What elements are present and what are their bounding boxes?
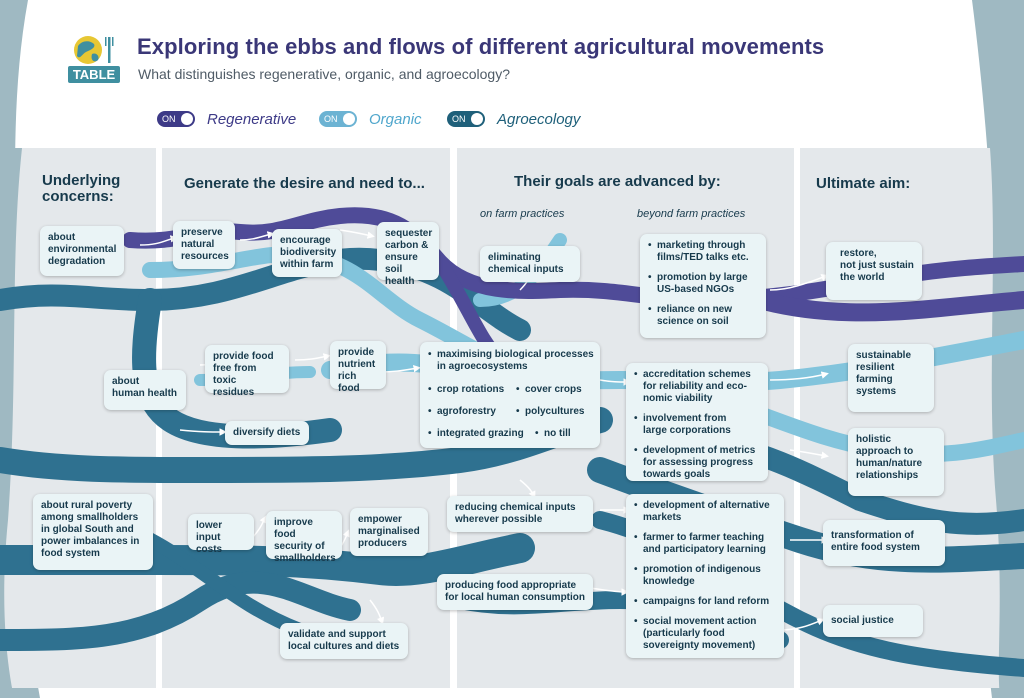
toggle-state: ON	[452, 114, 466, 124]
left-edge-band	[0, 148, 22, 698]
box-text: validate and support local cultures and …	[288, 629, 400, 652]
box-text: producing food appropriate for local hum…	[445, 580, 586, 603]
list-item: promotion by large US-based NGOs	[648, 272, 758, 296]
list-item: maximising biological processes in agroe…	[428, 349, 594, 373]
list-item: polycultures	[516, 406, 584, 418]
list-item: involvement from large corporations	[634, 413, 760, 437]
desire-food-free: provide food free from toxic residues	[205, 345, 289, 398]
list-item: social movement action (particularly foo…	[634, 616, 776, 652]
toggle-switch[interactable]: ON	[447, 111, 485, 127]
page-title: Exploring the ebbs and flows of differen…	[137, 34, 825, 59]
toggle-state: ON	[162, 114, 176, 124]
list-item: development of metrics for assessing pro…	[634, 445, 760, 481]
practice-eliminating: eliminating chemical inputs	[480, 246, 580, 282]
practice-reducing: reducing chemical inputs wherever possib…	[447, 496, 593, 532]
list-item: no till	[535, 428, 571, 440]
box-text: about rural poverty among smallholders i…	[41, 500, 140, 559]
aim-restore: restore, not just sustain the world	[826, 242, 922, 300]
column-heading-aim: Ultimate aim:	[816, 175, 911, 192]
box-text: preserve natural resources	[181, 227, 229, 262]
list-item: reliance on new science on soil	[648, 304, 758, 328]
toggle-label: Agroecology	[497, 110, 581, 128]
toggle-agroecology[interactable]: ON Agroecology	[447, 110, 580, 128]
desire-cultures: validate and support local cultures and …	[280, 623, 408, 659]
aim-transformation: transformation of entire food system	[823, 520, 945, 566]
toggle-knob	[471, 113, 483, 125]
list-item: promotion of indigenous knowledge	[634, 564, 776, 588]
box-text: holistic approach to human/nature relati…	[856, 434, 923, 481]
subheading-beyond-farm: beyond farm practices	[637, 208, 746, 220]
box-text: provide food free from toxic residues	[213, 351, 274, 398]
desire-input-costs: lower input costs	[188, 514, 254, 555]
toggle-switch[interactable]: ON	[319, 111, 357, 127]
column-heading-desire: Generate the desire and need to...	[184, 175, 425, 192]
toggle-knob	[343, 113, 355, 125]
beyond-group-1: marketing through films/TED talks etc. p…	[640, 234, 766, 338]
aim-sustainable: sustainable resilient farming systems	[848, 344, 934, 412]
box-text: reducing chemical inputs wherever possib…	[455, 502, 576, 525]
box-text: sequester carbon & ensure soil health	[385, 228, 433, 287]
table-logo: TABLE	[68, 34, 120, 84]
desire-nutrient: provide nutrient rich food	[330, 341, 386, 394]
toggle-label: Organic	[369, 110, 422, 128]
toggle-switch[interactable]: ON	[157, 111, 195, 127]
aim-holistic: holistic approach to human/nature relati…	[848, 428, 944, 496]
column-heading-concerns: Underlying concerns:	[42, 172, 121, 205]
aim-justice: social justice	[823, 605, 923, 637]
box-text: sustainable resilient farming systems	[856, 350, 912, 397]
box-text: social justice	[831, 615, 894, 626]
list-item: development of alternative markets	[634, 500, 776, 524]
box-text: transformation of entire food system	[831, 530, 920, 553]
page-subtitle: What distinguishes regenerative, organic…	[138, 66, 511, 82]
desire-sequester: sequester carbon & ensure soil health	[377, 222, 439, 287]
box-text: eliminating chemical inputs	[488, 252, 564, 275]
toggle-knob	[181, 113, 193, 125]
list-item: accreditation schemes for reliability an…	[634, 369, 760, 405]
box-text: provide nutrient rich food	[338, 347, 376, 394]
toggle-label: Regenerative	[207, 110, 297, 128]
concern-environmental: about environmental degradation	[40, 226, 124, 276]
concern-health: about human health	[104, 370, 186, 410]
list-item: farmer to farmer teaching and participat…	[634, 532, 776, 556]
toggle-regenerative[interactable]: ON Regenerative	[157, 110, 296, 128]
box-text: diversify diets	[233, 427, 301, 438]
desire-preserve: preserve natural resources	[173, 221, 235, 269]
concern-poverty: about rural poverty among smallholders i…	[33, 494, 153, 570]
box-text: empower marginalised producers	[358, 514, 420, 549]
box-text: about environmental degradation	[48, 232, 117, 267]
toggle-organic[interactable]: ON Organic	[319, 110, 422, 128]
box-text: about human health	[112, 376, 178, 399]
box-text: lower input costs	[196, 520, 223, 555]
list-item: integrated grazing	[428, 428, 524, 440]
beyond-group-3: development of alternative markets farme…	[626, 494, 784, 658]
desire-biodiversity: encourage biodiversity within farm	[272, 229, 342, 277]
desire-food-security: improve food security of smallholders	[266, 511, 342, 564]
beyond-group-2: accreditation schemes for reliability an…	[626, 363, 768, 481]
subheading-on-farm: on farm practices	[480, 208, 565, 220]
list-item: marketing through films/TED talks etc.	[648, 240, 758, 264]
logo-wordmark: TABLE	[68, 66, 120, 83]
list-item: crop rotations	[428, 384, 504, 396]
globe-fork-icon	[74, 36, 114, 64]
panel-aim	[800, 148, 1024, 688]
list-item: cover crops	[516, 384, 582, 396]
box-text: encourage biodiversity within farm	[280, 235, 337, 270]
list-item: agroforestry	[428, 406, 496, 418]
list-item: campaigns for land reform	[634, 596, 776, 608]
box-text: improve food security of smallholders	[274, 517, 336, 564]
box-text: restore, not just sustain the world	[840, 248, 914, 283]
desire-empower: empower marginalised producers	[350, 508, 428, 556]
toggle-state: ON	[324, 114, 338, 124]
desire-diets: diversify diets	[225, 421, 309, 445]
practice-biological: maximising biological processes in agroe…	[420, 342, 600, 448]
practice-local-food: producing food appropriate for local hum…	[437, 574, 593, 610]
column-heading-goals: Their goals are advanced by:	[514, 173, 721, 190]
